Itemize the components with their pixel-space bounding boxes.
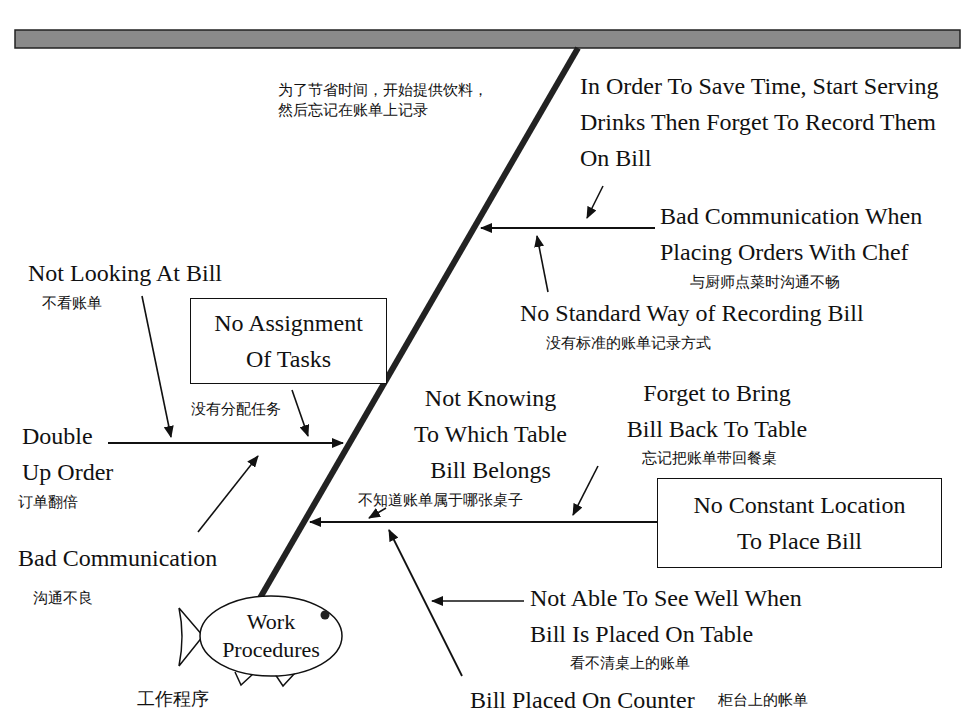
cause-bone [481, 227, 655, 229]
effect-bar [15, 30, 960, 48]
cause-label: Not Able To See Well When Bill Is Placed… [530, 580, 830, 652]
cause-label: 为了节省时间，开始提供饮料， 然后忘记在账单上记录 [278, 80, 496, 120]
node-title: No Assignment Of Tasks [206, 305, 371, 377]
cause-label: Double Up Order [22, 418, 122, 490]
cause-label: Not Knowing To Which Table Bill Belongs [410, 380, 571, 488]
cause-label: 不知道账单属于哪张桌子 [358, 490, 523, 510]
cause-label: 不看账单 [42, 293, 102, 313]
cause-label: In Order To Save Time, Start Serving Dri… [580, 68, 952, 176]
cause-label: 沟通不良 [33, 588, 93, 608]
cause-label: Bad Communication [18, 540, 217, 576]
cause-label: 与厨师点菜时沟通不畅 [690, 272, 840, 292]
node-title: Work Procedures [211, 608, 331, 664]
leader-arrow [198, 456, 258, 532]
leader-arrow [142, 296, 171, 437]
node-caption: 工作程序 [137, 688, 209, 710]
fish-head: Work Procedures工作程序 [175, 588, 345, 688]
cause-label: Not Looking At Bill [28, 255, 222, 291]
leader-arrow [432, 600, 524, 602]
cause-label: 订单翻倍 [18, 492, 78, 512]
fish-part [321, 611, 330, 620]
cause-label: No Standard Way of Recording Bill [520, 295, 864, 331]
cause-label: 柜台上的帐单 [718, 690, 808, 710]
leader-arrow [573, 466, 598, 515]
leader-arrow [587, 186, 603, 218]
cause-label: Bad Communication When Placing Orders Wi… [660, 198, 958, 270]
cause-bone [108, 442, 343, 444]
leader-arrow [537, 236, 548, 292]
cause-bone [310, 521, 657, 523]
fish-part [200, 596, 342, 676]
cause-label: Forget to Bring Bill Back To Table [623, 375, 811, 447]
sub-bone [389, 530, 462, 676]
cause-box: No Assignment Of Tasks没有分配任务 [190, 298, 387, 384]
node-caption: 没有分配任务 [191, 399, 281, 419]
cause-label: Bill Placed On Counter [470, 682, 695, 718]
cause-label: 看不清桌上的账单 [570, 653, 690, 673]
cause-box: No Constant Location To Place Bill [657, 478, 942, 568]
cause-label: 忘记把账单带回餐桌 [642, 448, 777, 468]
node-title: No Constant Location To Place Bill [687, 487, 912, 559]
leader-arrow [369, 508, 386, 518]
cause-label: 没有标准的账单记录方式 [546, 333, 711, 353]
leader-arrow [292, 390, 308, 436]
